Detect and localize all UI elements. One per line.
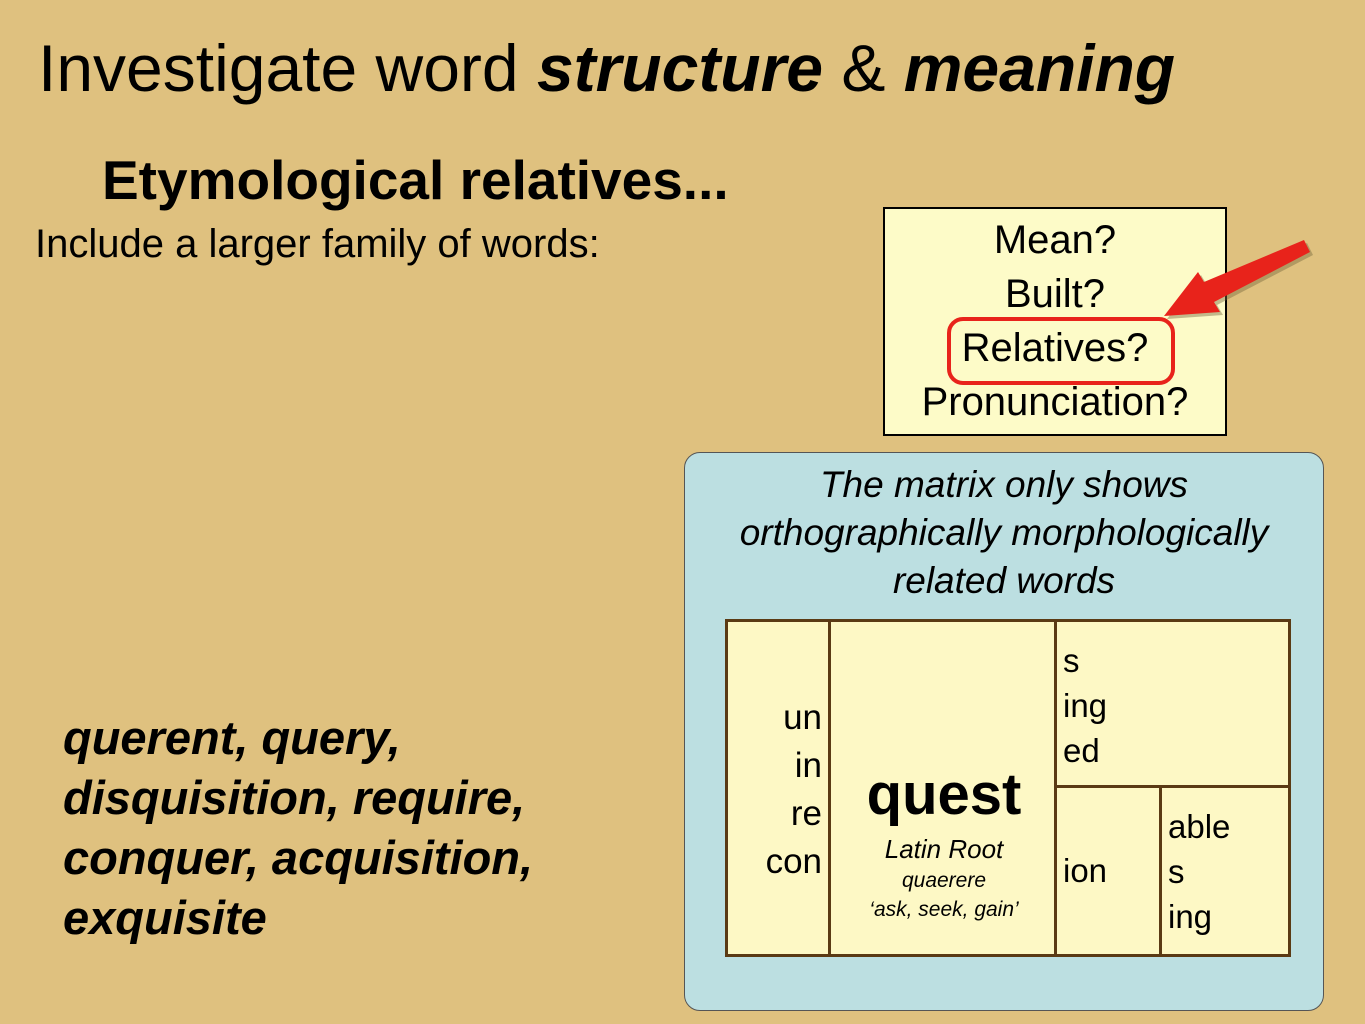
title-text: Investigate word xyxy=(38,31,537,105)
title-emphasis-meaning: meaning xyxy=(903,31,1176,105)
suffix-cell-top: s ing ed xyxy=(1057,622,1288,788)
slide-title: Investigate word structure & meaning xyxy=(38,28,1175,108)
word-matrix: un in re con quest Latin Root quaerere ‘… xyxy=(725,619,1291,957)
intro-text: Include a larger family of words: xyxy=(35,222,600,266)
base-word: quest xyxy=(866,762,1022,827)
title-emphasis-structure: structure xyxy=(536,31,824,105)
suffix-s: s xyxy=(1063,642,1080,679)
suffix-ing: ing xyxy=(1168,898,1213,935)
matrix-note-line: orthographically morphologically xyxy=(739,512,1269,553)
question-built: Built? xyxy=(1004,272,1106,316)
slide-subtitle: Etymological relatives... xyxy=(102,149,729,211)
suffix-ion: ion xyxy=(1063,852,1108,889)
related-words-line: disquisition, require, xyxy=(63,771,526,824)
base-cell: quest Latin Root quaerere ‘ask, seek, ga… xyxy=(834,622,1057,954)
matrix-panel: The matrix only shows orthographically m… xyxy=(684,452,1324,1011)
prefix-re: re xyxy=(790,794,822,833)
question-pronunciation: Pronunciation? xyxy=(921,380,1189,424)
prefix-in: in xyxy=(794,746,822,785)
suffix-s: s xyxy=(1168,853,1185,890)
title-ampersand: & xyxy=(823,31,904,105)
suffix-cell-ion: ion xyxy=(1057,788,1162,954)
related-words-list: querent, query, disquisition, require, c… xyxy=(63,708,533,948)
question-relatives: Relatives? xyxy=(961,326,1149,370)
matrix-note-line: The matrix only shows xyxy=(819,464,1189,505)
related-words-line: exquisite xyxy=(63,891,267,944)
base-etymology: Latin Root quaerere ‘ask, seek, gain’ xyxy=(834,832,1054,924)
related-words-line: querent, query, xyxy=(63,711,401,764)
prefix-un: un xyxy=(783,698,822,737)
base-latin-word: quaerere xyxy=(901,869,987,892)
prefix-cell: un in re con xyxy=(728,622,831,954)
base-origin: Latin Root xyxy=(884,834,1004,864)
question-mean: Mean? xyxy=(993,218,1117,262)
base-gloss: ‘ask, seek, gain’ xyxy=(869,898,1019,921)
relatives-highlight-circle xyxy=(947,317,1175,385)
suffix-cell-after-ion: able s ing xyxy=(1162,788,1288,954)
suffix-ed: ed xyxy=(1063,732,1100,769)
related-words-line: conquer, acquisition, xyxy=(63,831,534,884)
matrix-note-line: related words xyxy=(892,560,1116,601)
matrix-note: The matrix only shows orthographically m… xyxy=(685,461,1323,605)
suffix-ing: ing xyxy=(1063,687,1108,724)
suffix-able: able xyxy=(1168,808,1231,845)
red-arrow-icon xyxy=(1164,240,1313,319)
prefix-con: con xyxy=(765,842,822,881)
